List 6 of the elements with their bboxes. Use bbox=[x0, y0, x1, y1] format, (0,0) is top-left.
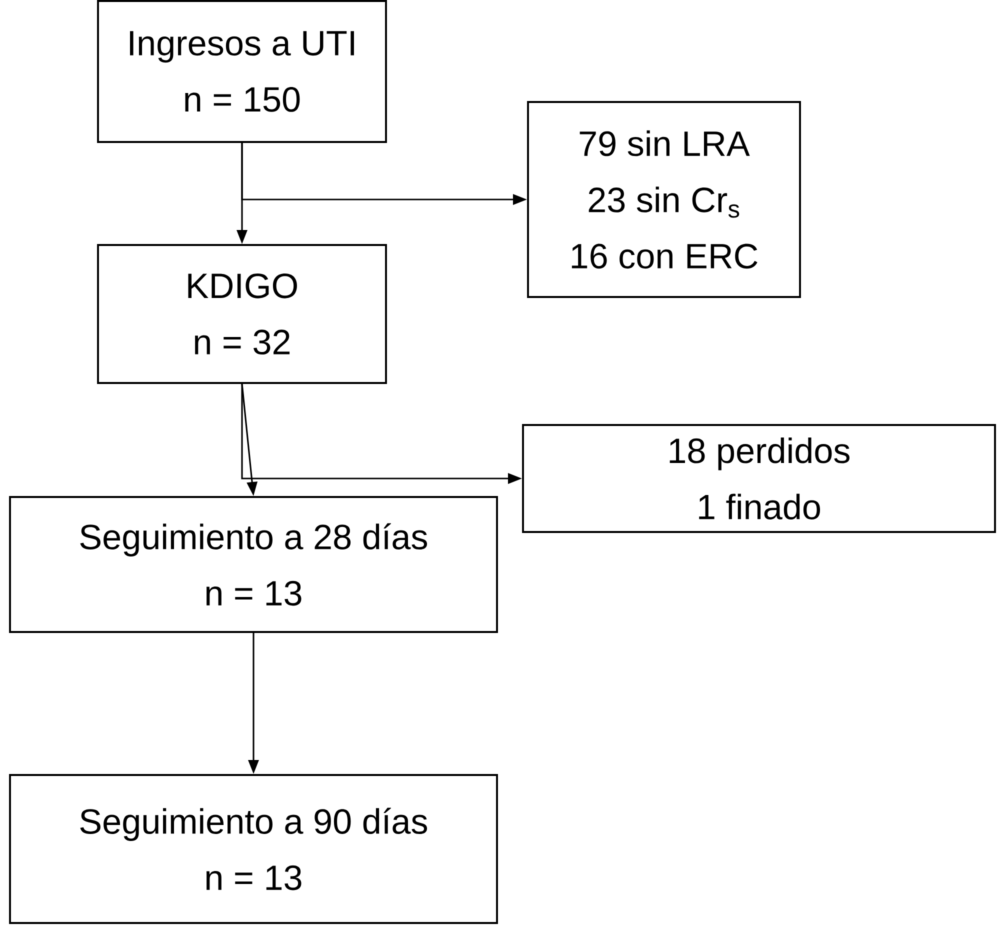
process-box: Seguimiento a 28 días n = 13 bbox=[9, 496, 498, 633]
process-box: KDIGO n = 32 bbox=[97, 244, 387, 384]
process-box: Seguimiento a 90 días n = 13 bbox=[9, 774, 498, 924]
process-box: 79 sin LRA 23 sin Cr$_{s}$ 16 con ERC bbox=[527, 101, 801, 298]
process-box: Ingresos a UTI n = 150 bbox=[97, 0, 387, 143]
process-box: 18 perdidos 1 finado bbox=[522, 424, 996, 533]
